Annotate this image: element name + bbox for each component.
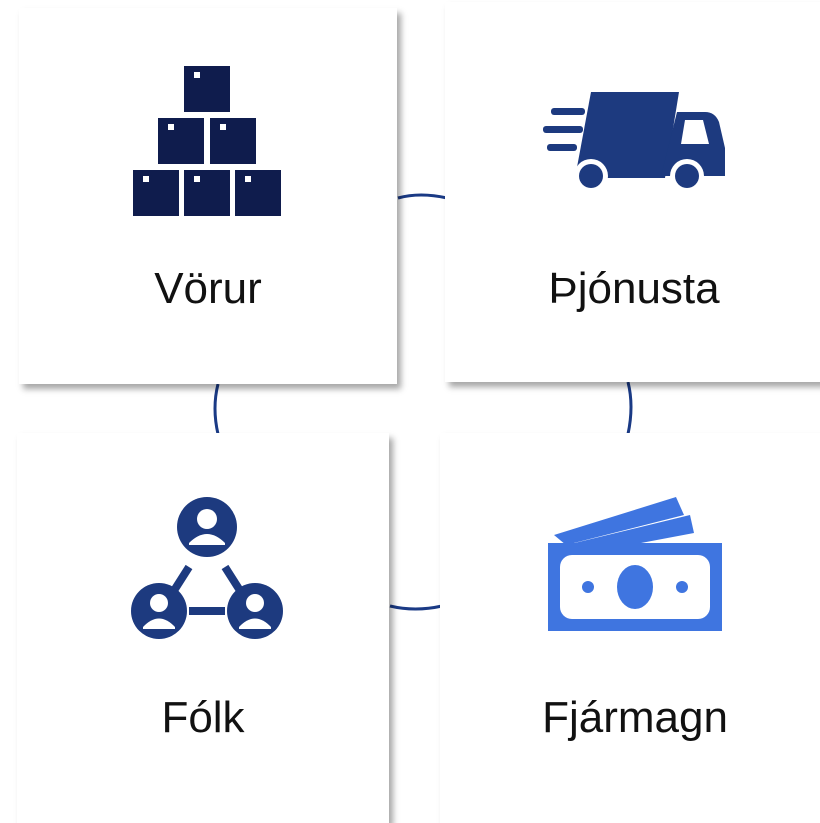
card-products[interactable]: Vörur <box>19 8 397 384</box>
card-service[interactable]: Þjónusta <box>445 2 820 382</box>
delivery-truck-icon <box>543 92 725 193</box>
card-people[interactable]: Fólk <box>17 433 389 823</box>
stacked-boxes-icon <box>133 66 281 216</box>
card-label-products: Vörur <box>154 264 262 313</box>
connector-service-capital <box>626 381 633 435</box>
connector-products-service <box>397 193 448 200</box>
card-label-capital: Fjármagn <box>542 693 728 742</box>
card-label-service: Þjónusta <box>548 264 720 313</box>
card-capital[interactable]: Fjármagn <box>440 433 820 823</box>
money-bills-icon <box>548 497 722 631</box>
people-network-icon <box>131 497 283 639</box>
card-label-people: Fólk <box>161 693 245 742</box>
connector-people-capital <box>389 604 443 611</box>
connector-products-people <box>213 383 220 435</box>
